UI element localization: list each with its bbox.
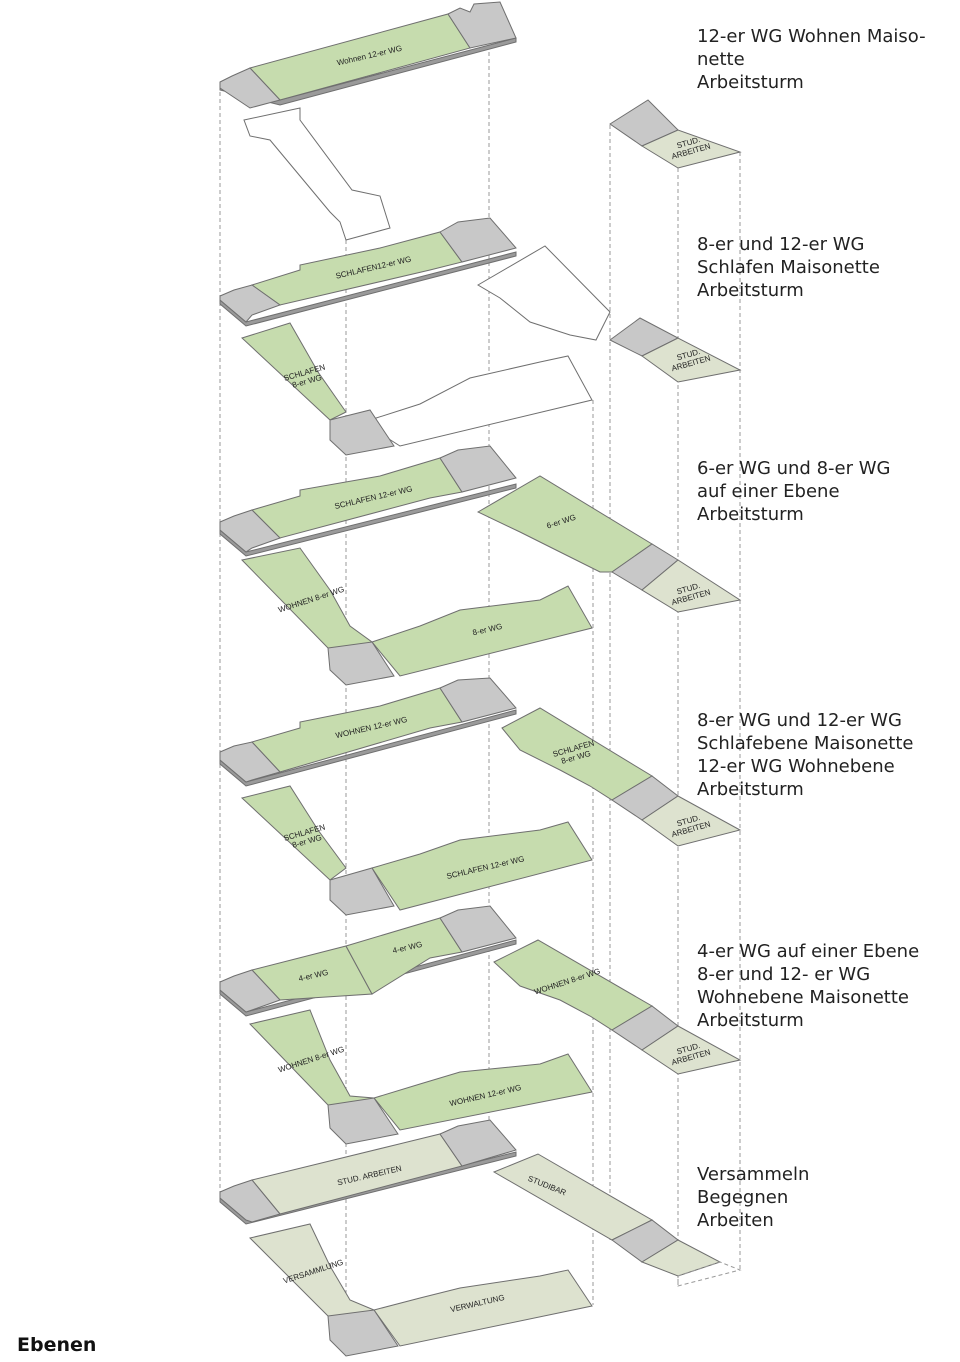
description-line: 8-er WG und 12-er WG (697, 710, 902, 731)
description-line: Schlafebene Maisonette (697, 733, 914, 754)
description-line: Arbeiten (697, 1210, 774, 1231)
description-line: Arbeitsturm (697, 1010, 804, 1031)
level-2-plates (219, 217, 742, 456)
description-line: 4-er WG auf einer Ebene (697, 941, 920, 962)
level-5-plates (219, 905, 742, 1145)
description-line: 8-er und 12- er WG (697, 964, 871, 985)
description-line: 8-er und 12-er WG (697, 234, 865, 255)
description-line: Arbeitsturm (697, 72, 804, 93)
description-line: auf einer Ebene (697, 481, 840, 502)
description-line: 6-er WG und 8-er WG (697, 458, 891, 479)
level-2-description: 8-er und 12-er WG Schlafen Maisonette Ar… (697, 233, 880, 302)
description-line: Arbeitsturm (697, 504, 804, 525)
description-line: Arbeitsturm (697, 280, 804, 301)
description-line: Wohnebene Maisonette (697, 987, 909, 1008)
description-line: 12-er WG Wohnebene (697, 756, 895, 777)
description-line: Arbeitsturm (697, 779, 804, 800)
level-1-plates (219, 1, 742, 241)
level-6-description: Versammeln Begegnen Arbeiten (697, 1163, 809, 1232)
description-line: 12-er WG Wohnen Maiso- (697, 26, 926, 47)
level-3-description: 6-er WG und 8-er WG auf einer Ebene Arbe… (697, 457, 890, 526)
figure-caption: Ebenen (17, 1334, 97, 1356)
description-line: nette (697, 49, 745, 70)
level-4-plates (219, 677, 742, 916)
description-line: Versammeln (697, 1164, 810, 1185)
level-4-description: 8-er WG und 12-er WG Schlafebene Maisone… (697, 709, 914, 801)
level-1-description: 12-er WG Wohnen Maiso- nette Arbeitsturm (697, 25, 926, 94)
description-line: Begegnen (697, 1187, 789, 1208)
level-3-plates (219, 445, 742, 686)
level-6-plates (219, 1119, 742, 1357)
level-5-description: 4-er WG auf einer Ebene 8-er und 12- er … (697, 940, 919, 1032)
description-line: Schlafen Maisonette (697, 257, 880, 278)
